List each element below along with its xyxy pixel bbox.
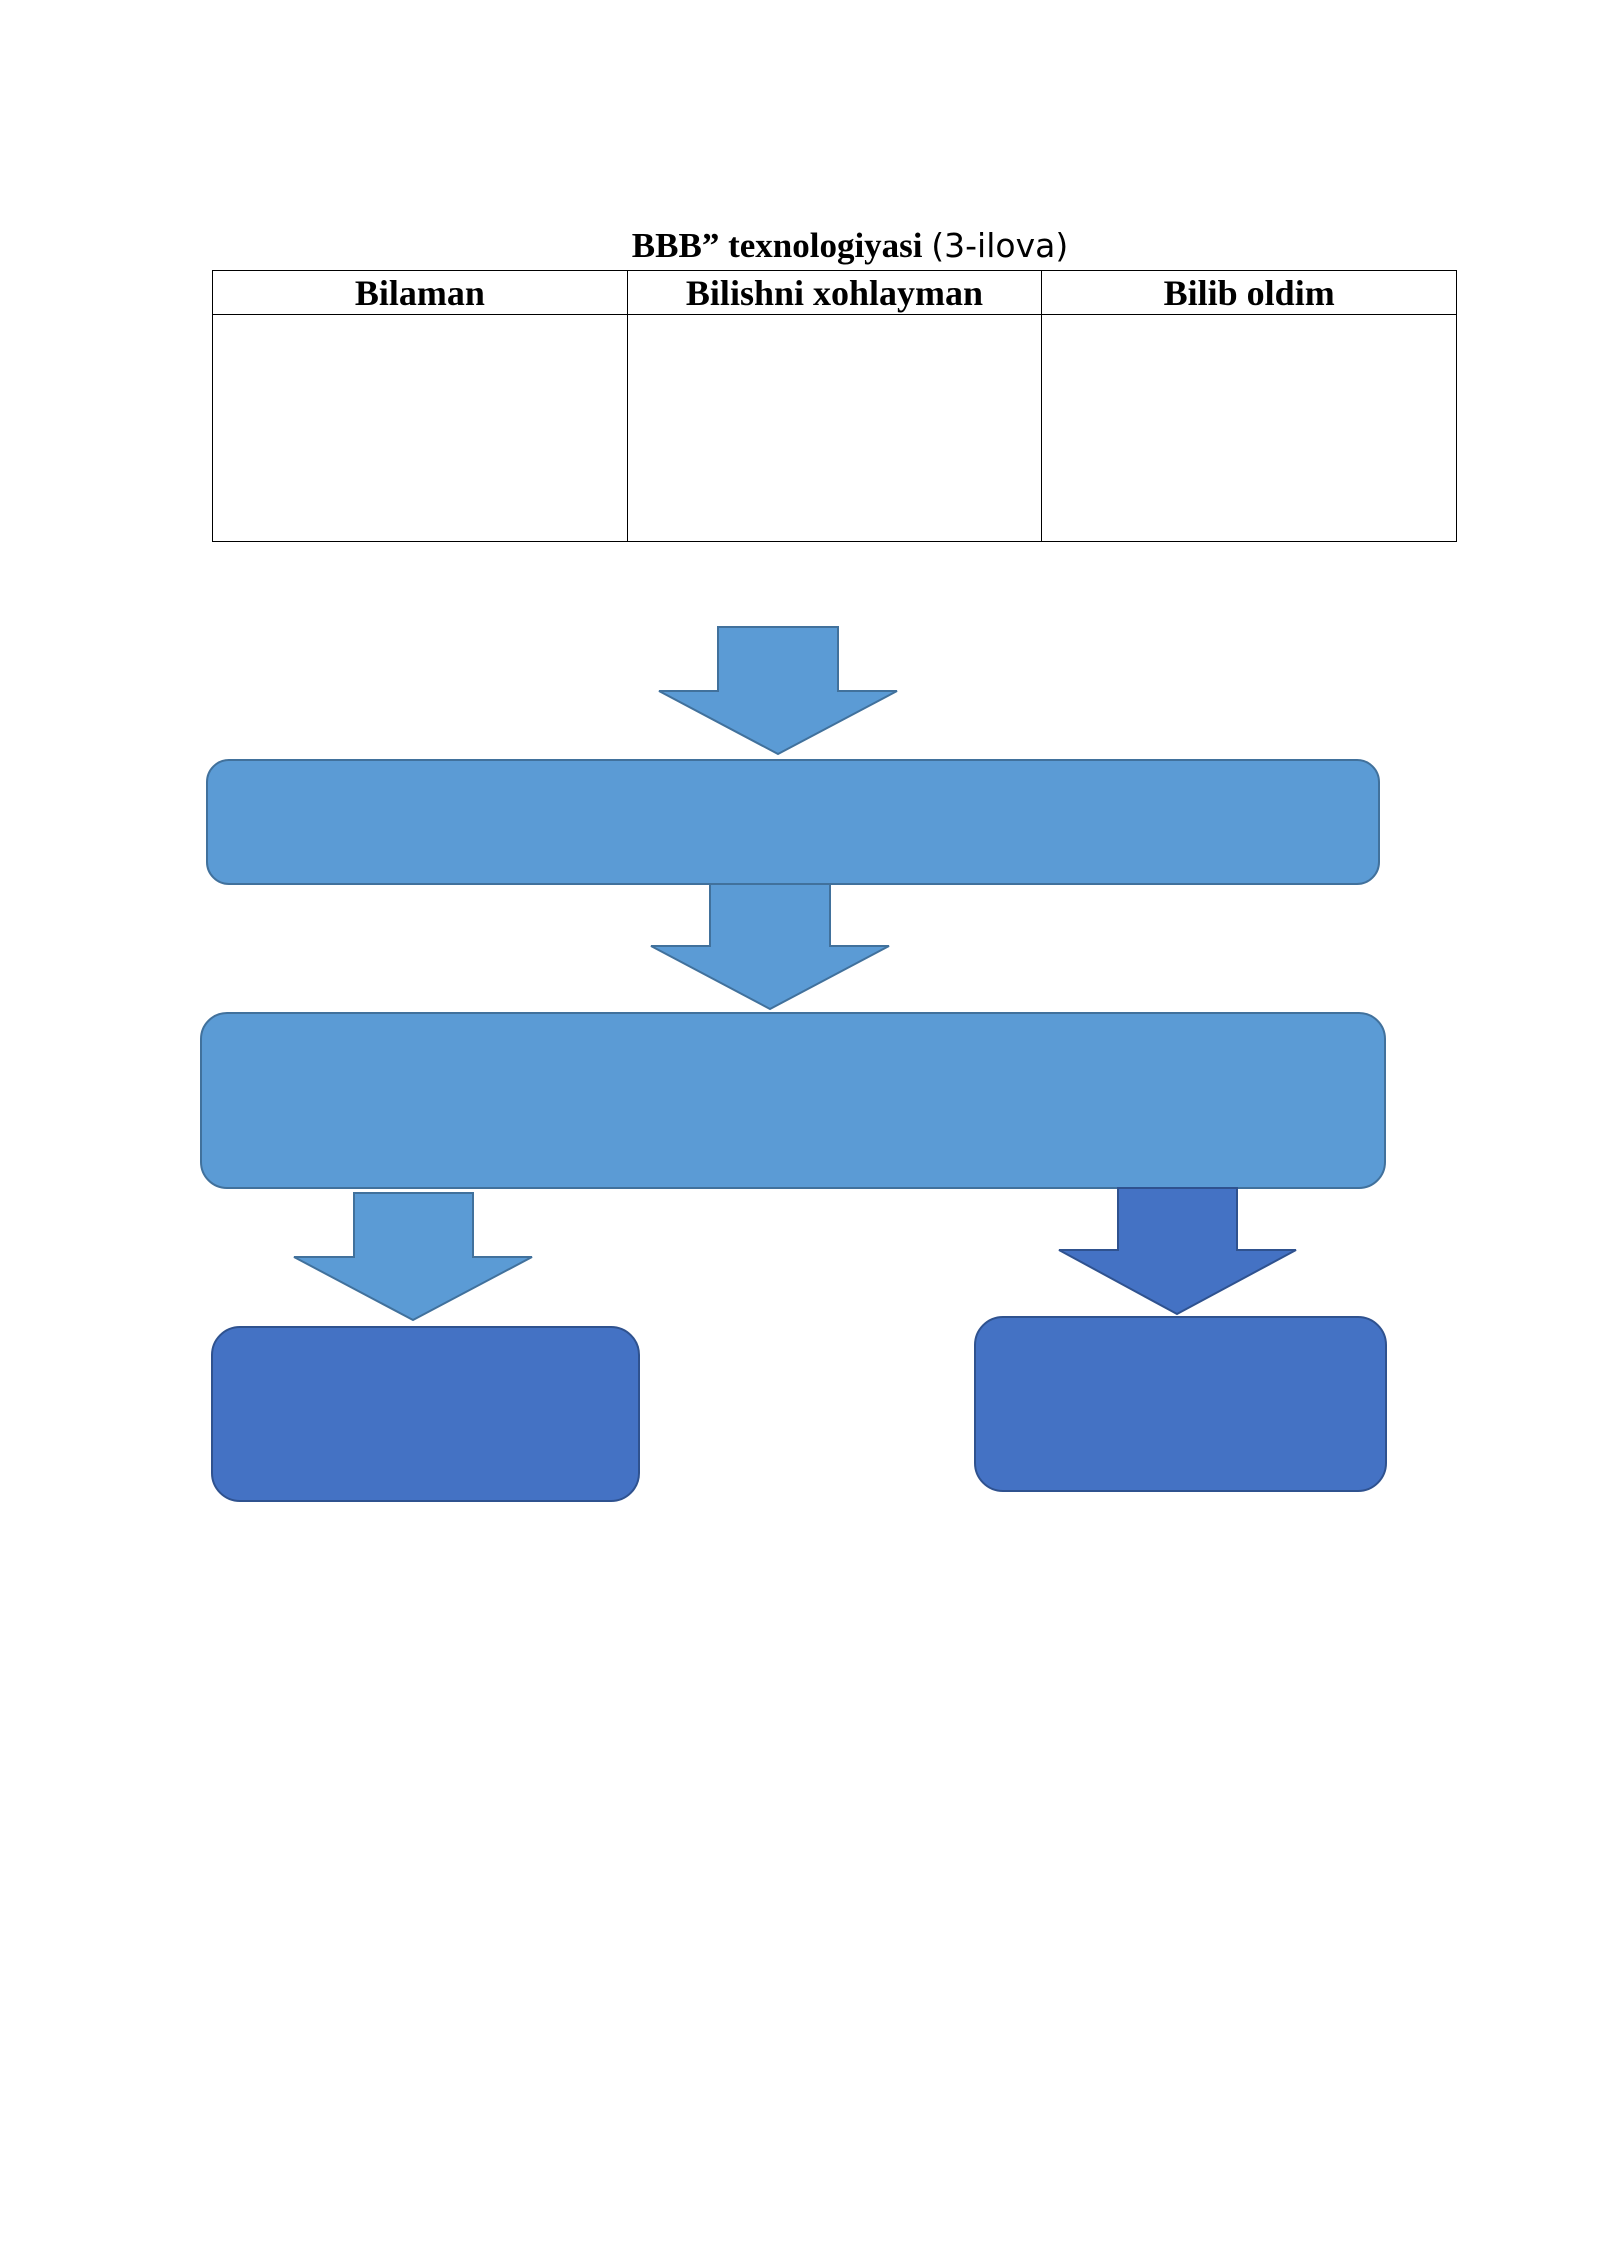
arrow-down-left	[293, 1192, 533, 1322]
level-2-box[interactable]	[200, 1012, 1386, 1189]
table-cell[interactable]	[212, 314, 628, 542]
left-bottom-box[interactable]	[211, 1326, 640, 1502]
header-bilaman: Bilaman	[212, 270, 628, 315]
table-cell[interactable]	[626, 314, 1043, 542]
kwl-table: Bilaman Bilishni xohlayman Bilib oldim	[212, 270, 1457, 542]
title-appendix: (3-ilova)	[931, 226, 1069, 265]
header-bilishni-xohlayman: Bilishni xohlayman	[626, 270, 1043, 315]
table-cell[interactable]	[1041, 314, 1457, 542]
arrow-down-right	[1058, 1187, 1297, 1316]
right-bottom-box[interactable]	[974, 1316, 1387, 1492]
arrow-down-middle	[650, 883, 890, 1011]
page-title: BBB” texnologiyasi (3-ilova)	[0, 218, 1600, 274]
header-bilib-oldim: Bilib oldim	[1041, 270, 1457, 315]
table-row	[212, 314, 1457, 542]
table-header-row: Bilaman Bilishni xohlayman Bilib oldim	[212, 270, 1457, 315]
level-1-box[interactable]	[206, 759, 1380, 885]
title-main: BBB” texnologiyasi	[631, 226, 923, 265]
arrow-down-top	[658, 626, 898, 756]
